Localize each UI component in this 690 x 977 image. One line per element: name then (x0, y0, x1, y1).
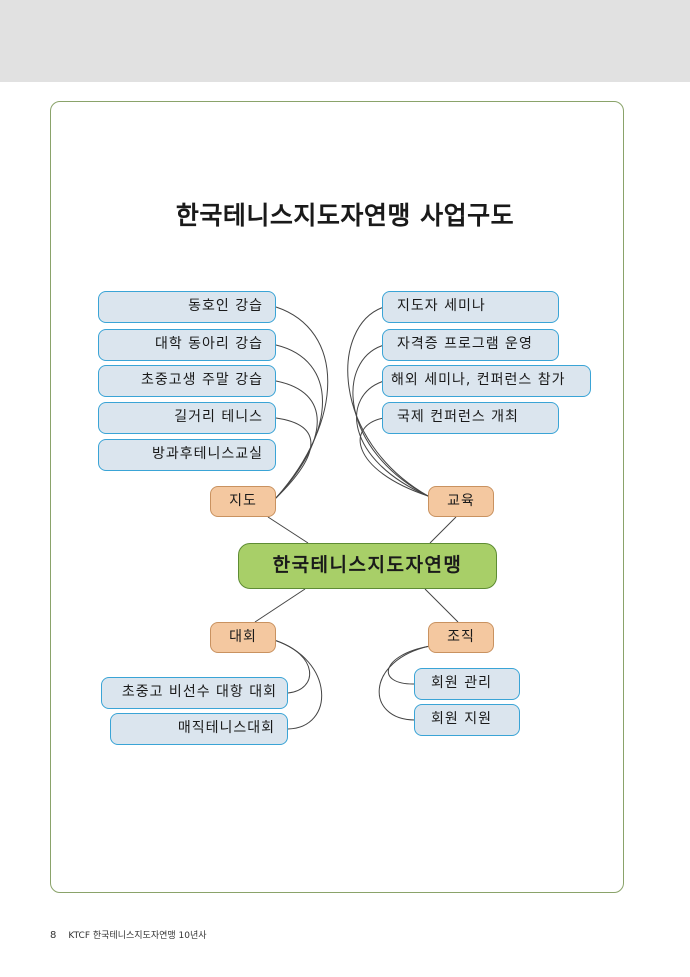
education-item-3: 해외 세미나, 컨퍼런스 참가 (382, 365, 591, 397)
category-education: 교육 (428, 486, 494, 517)
link-coaching-item-3 (275, 380, 318, 499)
link-education-item-2 (352, 344, 429, 497)
education-item-4: 국제 컨퍼런스 개최 (382, 402, 559, 434)
coaching-item-2: 대학 동아리 강습 (98, 329, 276, 361)
link-competition-item-2 (273, 639, 322, 730)
category-organization: 조직 (428, 622, 494, 653)
link-coaching-item-1 (275, 306, 329, 499)
header-band (0, 0, 690, 82)
link-center-education (429, 516, 457, 544)
link-organization-item-2 (378, 645, 431, 721)
coaching-item-5: 방과후테니스교실 (98, 439, 276, 471)
category-coaching: 지도 (210, 486, 276, 517)
link-coaching-item-4 (275, 417, 312, 499)
page-number: 8 (50, 930, 57, 941)
diagram-title: 한국테니스지도자연맹 사업구도 (175, 201, 515, 230)
link-center-organization (424, 588, 459, 623)
link-center-competition (254, 588, 306, 623)
category-competition: 대회 (210, 622, 276, 653)
competition-item-2: 매직테니스대회 (110, 713, 288, 745)
organization-item-1: 회원 관리 (414, 668, 520, 700)
link-coaching-item-2 (275, 344, 323, 499)
link-education-item-3 (356, 380, 429, 497)
center-node: 한국테니스지도자연맹 (238, 543, 497, 589)
competition-item-1: 초중고 비선수 대항 대회 (101, 677, 288, 709)
organization-item-2: 회원 지원 (414, 704, 520, 736)
coaching-item-4: 길거리 테니스 (98, 402, 276, 434)
diagram-frame (50, 101, 624, 893)
link-education-item-4 (359, 417, 429, 497)
coaching-item-1: 동호인 강습 (98, 291, 276, 323)
coaching-item-3: 초중고생 주말 강습 (98, 365, 276, 397)
link-center-coaching (267, 516, 309, 544)
education-item-2: 자격증 프로그램 운영 (382, 329, 559, 361)
link-education-item-1 (347, 306, 429, 497)
education-item-1: 지도자 세미나 (382, 291, 559, 323)
footer-text: KTCF 한국테니스지도자연맹 10년사 (68, 931, 207, 941)
page-footer: 8 KTCF 한국테니스지도자연맹 10년사 (50, 928, 207, 941)
